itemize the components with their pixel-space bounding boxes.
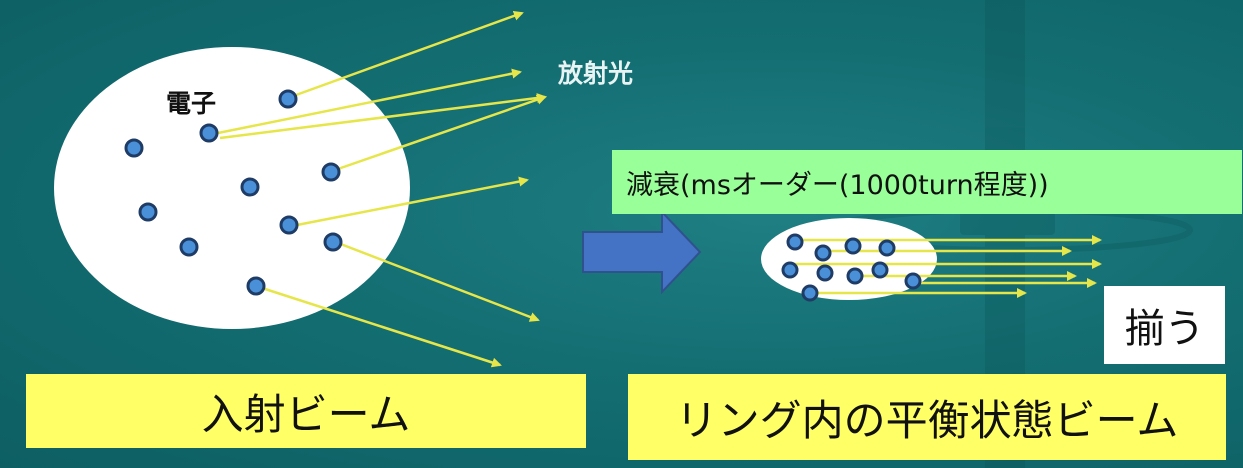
radiation-arrow xyxy=(219,93,547,140)
damping-label: 減衰(msオーダー(1000turn程度)) xyxy=(612,150,1242,214)
electron-dot xyxy=(124,138,144,158)
transition-arrow xyxy=(582,209,702,295)
electron-dot xyxy=(199,123,219,143)
electron-dot xyxy=(321,162,341,182)
incident-beam-label: 入射ビーム xyxy=(26,374,586,448)
align-label: 揃う xyxy=(1104,286,1225,364)
radiation-arrow xyxy=(217,68,522,135)
electron-dot xyxy=(846,267,864,285)
equilibrium-electrons xyxy=(781,233,922,302)
incident-radiation-arrows xyxy=(217,11,547,368)
electron-label: 電子 xyxy=(166,89,216,118)
electron-dot xyxy=(816,264,834,282)
radiation-arrow xyxy=(261,286,502,368)
incident-beam-ellipse xyxy=(54,47,410,329)
electron-dot xyxy=(786,233,804,251)
radiation-arrow xyxy=(337,241,540,322)
electron-dot xyxy=(240,177,260,197)
electron-dot xyxy=(904,272,922,290)
electron-dot xyxy=(878,239,896,257)
electron-dot xyxy=(279,215,299,235)
electron-dot xyxy=(138,202,158,222)
electron-dot xyxy=(781,261,799,279)
incident-electrons xyxy=(124,89,343,296)
electron-dot xyxy=(871,261,889,279)
radiation-arrow xyxy=(334,94,547,172)
electron-dot xyxy=(801,284,819,302)
electron-dot xyxy=(246,276,266,296)
electron-dot xyxy=(844,237,862,255)
radiation-arrow xyxy=(295,11,524,97)
electron-dot xyxy=(323,232,343,252)
electron-dot xyxy=(814,244,832,262)
equilibrium-radiation-arrows xyxy=(790,235,1102,298)
equilibrium-beam-ellipse xyxy=(761,218,937,300)
electron-dot xyxy=(179,237,199,257)
radiation-arrow xyxy=(296,176,529,227)
equilibrium-beam-label: リング内の平衡状態ビーム xyxy=(628,374,1226,460)
electron-dot xyxy=(278,89,298,109)
radiation-label: 放射光 xyxy=(557,59,633,88)
